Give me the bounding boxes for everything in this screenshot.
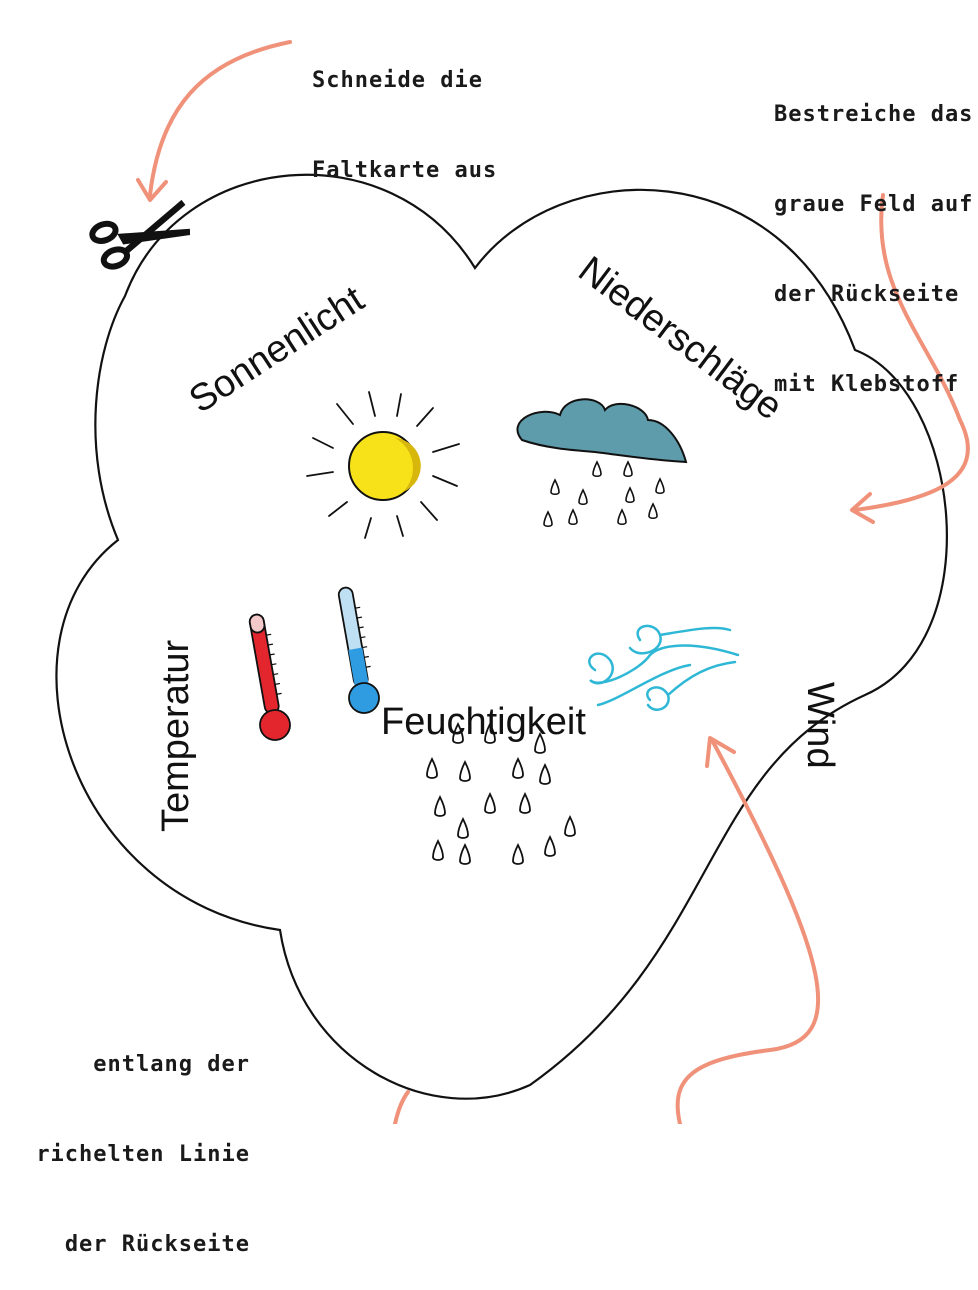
- instruction-fold: entlang der richelten Linie der Rückseit…: [0, 990, 250, 1290]
- foldable-card-diagram: Sonnenlicht Niederschläge Temperatur Win…: [55, 40, 970, 1124]
- instruction-cut: Schneide die Faltkarte aus: [312, 6, 497, 216]
- fold-arrowhead: [705, 736, 736, 768]
- instruction-fold-line-3: der Rückseite: [64, 1232, 250, 1257]
- glue-arrow: [853, 193, 970, 512]
- instruction-glue: Bestreiche das graue Feld auf der Rückse…: [774, 40, 973, 430]
- label-temperatur: Temperatur: [155, 639, 197, 832]
- thermometer-hot-icon: [248, 613, 291, 741]
- rain-cloud-icon: [516, 398, 688, 528]
- glue-arrowhead: [850, 492, 875, 524]
- thermometer-cold-icon: [337, 586, 380, 714]
- instruction-cut-line-2: Faltkarte aus: [312, 158, 498, 183]
- instruction-glue-line-3: der Rückseite: [774, 282, 960, 307]
- instruction-fold-line-2: richelten Linie: [36, 1142, 250, 1167]
- cut-arrowhead: [136, 178, 168, 202]
- fold-arrow: [675, 738, 821, 1124]
- cut-arrow: [148, 40, 292, 197]
- wind-icon: [588, 624, 740, 711]
- instruction-fold-line-1: entlang der: [93, 1052, 250, 1077]
- label-feuchtigkeit: Feuchtigkeit: [381, 701, 586, 743]
- sun-icon: [306, 391, 460, 539]
- instruction-glue-line-1: Bestreiche das: [774, 102, 974, 127]
- instruction-cut-line-1: Schneide die: [312, 68, 483, 93]
- fold-arrow-left: [393, 1090, 410, 1124]
- scissors-icon: [89, 199, 191, 270]
- instruction-glue-line-4: mit Klebstoff: [774, 372, 960, 397]
- label-wind: Wind: [799, 682, 841, 769]
- instruction-glue-line-2: graue Feld auf: [774, 192, 974, 217]
